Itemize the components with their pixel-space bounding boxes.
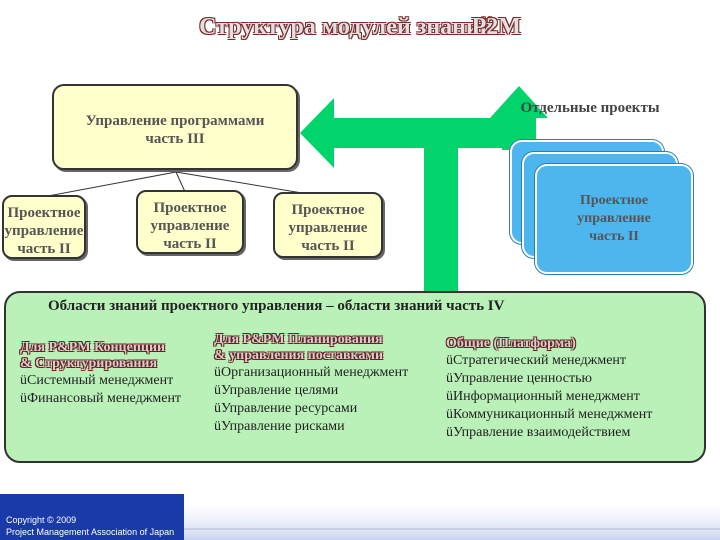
card-line2: управление xyxy=(577,211,651,226)
col2-heading: Для P&PM Планирования xyxy=(214,332,383,347)
col2-item: üУправление ресурсами xyxy=(214,401,358,416)
program-line2: часть III xyxy=(145,131,205,147)
separate-projects-label: Отдельные проекты xyxy=(520,100,660,116)
project-box-text: управление xyxy=(288,220,368,236)
green-horizontal-left xyxy=(330,118,426,148)
project-box-text: часть II xyxy=(163,236,217,252)
project-box-text: часть II xyxy=(17,241,71,257)
footer-copyright: Copyright © 2009 Project Management Asso… xyxy=(6,514,174,538)
col3-heading: Общие (Платформа) xyxy=(446,336,576,351)
project-box-text: часть II xyxy=(301,238,355,254)
program-line1: Управление программами xyxy=(85,113,265,129)
areas-column-1: Для P&PM Концепции & Структурирования üС… xyxy=(20,340,181,408)
project-box-text: управление xyxy=(150,218,230,234)
card-line1: Проектное xyxy=(579,193,649,208)
col2-heading: & управления поставками xyxy=(214,348,384,363)
project-box-text: Проектное xyxy=(291,202,365,218)
project-box-1: Проектное управление часть II xyxy=(2,195,86,259)
page-title: Структура модулей знанийP2M xyxy=(0,14,720,41)
title-pm: P2M xyxy=(471,14,521,40)
card-line3: часть II xyxy=(589,229,639,244)
footer-line2: Project Management Association of Japan xyxy=(6,527,175,537)
green-up-arrow xyxy=(490,86,548,150)
footer-line1: Copyright © 2009 xyxy=(6,515,77,525)
col3-item: üСтратегический менеджмент xyxy=(446,353,627,368)
knowledge-areas-title: Области знаний проектного управления – о… xyxy=(48,298,505,314)
col3-item: üИнформационный менеджмент xyxy=(446,389,640,404)
col3-item: üУправление взаимодействием xyxy=(446,425,631,440)
link-line xyxy=(47,171,177,197)
project-box-text: Проектное xyxy=(7,205,81,221)
col3-item: üКоммуникационный менеджмент xyxy=(446,407,653,422)
knowledge-areas-panel xyxy=(4,291,706,463)
col2-item: üУправление рисками xyxy=(214,419,345,434)
col2-item: üОрганизационный менеджмент xyxy=(214,365,409,380)
project-box-3: Проектное управление часть II xyxy=(273,192,383,258)
project-box-text: управление xyxy=(4,223,84,239)
col2-item: üУправление целями xyxy=(214,383,339,398)
col3-item: üУправление ценностью xyxy=(446,371,592,386)
footer-logo-box xyxy=(0,494,184,540)
col1-item: üСистемный менеджмент xyxy=(20,373,174,388)
areas-column-3: Общие (Платформа) üСтратегический менедж… xyxy=(446,336,652,442)
col1-heading: & Структурирования xyxy=(20,356,158,371)
project-box-text: Проектное xyxy=(153,200,227,216)
program-management-box: Управление программами часть III xyxy=(52,84,298,170)
project-card-front: Проектное управление часть II xyxy=(535,164,693,274)
areas-column-2: Для P&PM Планирования & управления поста… xyxy=(214,332,408,436)
col1-item: üФинансовый менеджмент xyxy=(20,391,182,406)
title-main: Структура модулей знаний xyxy=(199,14,494,40)
project-box-2: Проектное управление часть II xyxy=(136,190,244,254)
green-left-arrow xyxy=(300,98,334,168)
col1-heading: Для P&PM Концепции xyxy=(20,340,166,355)
footer-divider xyxy=(184,528,720,530)
